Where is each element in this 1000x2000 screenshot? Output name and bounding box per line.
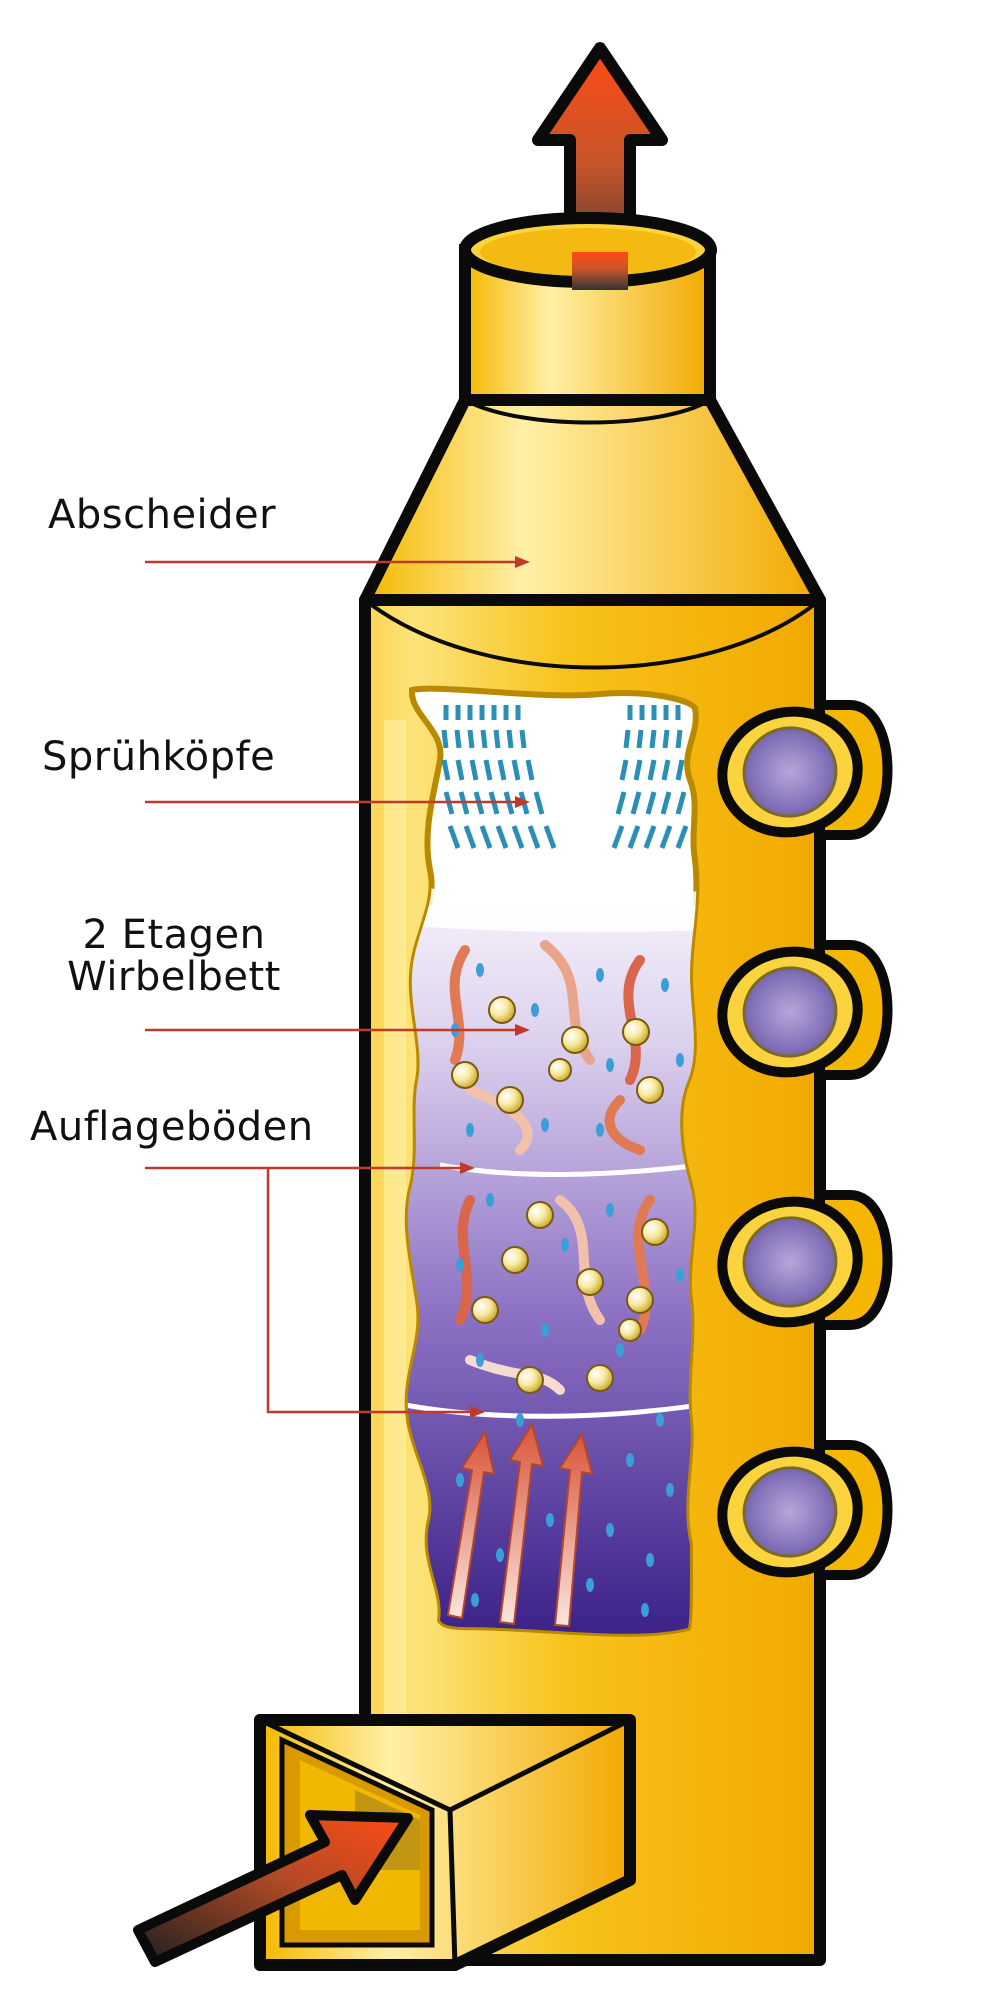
packing-ball (451, 996, 669, 1394)
label-spray-heads: Sprühköpfe (42, 734, 276, 780)
spray-head-nozzle (441, 705, 557, 849)
label-fluidized-bed-line1: 2 Etagen (82, 912, 266, 958)
outlet-pipe (459, 212, 717, 421)
separator-cone (359, 394, 826, 606)
label-fluidized-bed: 2 Etagen Wirbelbett (54, 914, 294, 998)
side-port (717, 700, 893, 840)
side-port (717, 940, 893, 1080)
cutaway-chamber (404, 685, 700, 1637)
label-fluidized-bed-line2: Wirbelbett (67, 954, 281, 1000)
leader-lines (145, 556, 530, 1418)
leader-line-support-tray-lower (266, 1168, 470, 1414)
label-support-trays: Auflageböden (30, 1104, 314, 1150)
support-tray-upper (439, 1162, 697, 1177)
gas-flow-arrow (446, 1421, 594, 1628)
side-port (717, 1190, 893, 1330)
spray-head-nozzle (611, 705, 689, 849)
side-port (717, 1440, 893, 1580)
inlet-arrow-right-icon (133, 1810, 413, 1967)
support-tray-lower (407, 1402, 697, 1419)
label-separator: Abscheider (48, 492, 277, 538)
